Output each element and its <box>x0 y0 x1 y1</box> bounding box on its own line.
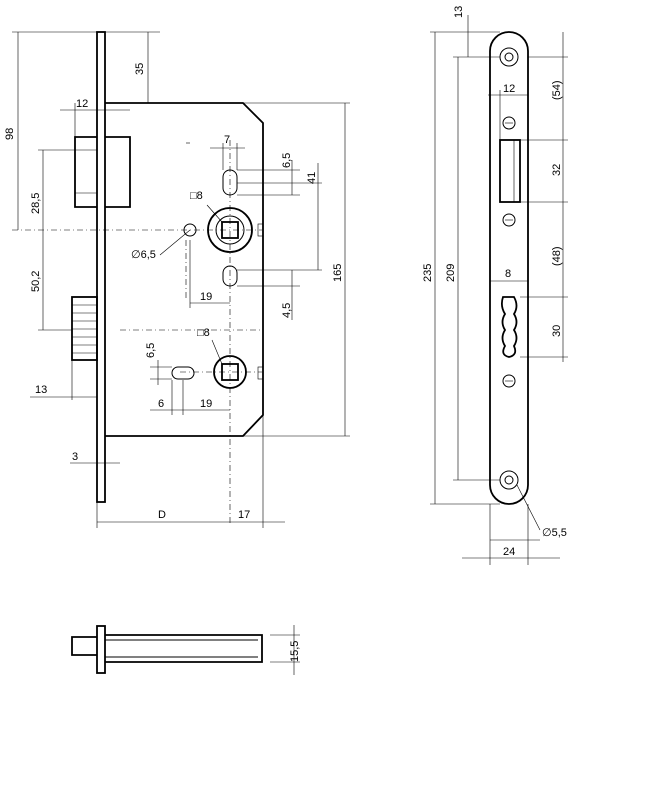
dim-12-side: 12 <box>503 83 515 95</box>
screw-upper <box>502 116 516 130</box>
bottom-view <box>71 625 300 675</box>
dim-3: 3 <box>72 451 78 463</box>
bottom-screw-hole <box>499 470 519 490</box>
deadbolt-window <box>500 296 518 358</box>
dim-32: 32 <box>551 164 563 176</box>
dim-D: D <box>158 509 166 521</box>
screw-lower <box>502 374 516 388</box>
dim-7: 7 <box>224 134 230 146</box>
dim-square-8-lower: □8 <box>197 327 210 339</box>
front-view <box>12 31 350 528</box>
dim-diameter-6-5: ∅6,5 <box>131 249 156 261</box>
side-dimension-lines <box>430 15 568 565</box>
dim-15-5: 15,5 <box>289 641 301 662</box>
dim-28-5: 28,5 <box>30 193 42 214</box>
dim-4-5: 4,5 <box>281 303 293 318</box>
latch-window <box>499 139 521 203</box>
dim-24: 24 <box>503 546 515 558</box>
dim-diameter-5-5: ∅5,5 <box>542 527 567 539</box>
screw-middle <box>502 213 516 227</box>
dim-48: (48) <box>551 246 563 266</box>
dim-12-front: 12 <box>76 98 88 110</box>
lock-case <box>105 102 264 437</box>
dim-50-2: 50,2 <box>30 271 42 292</box>
dim-square-8-upper: □8 <box>190 190 203 202</box>
front-faceplate <box>96 31 106 503</box>
dim-30: 30 <box>551 325 563 337</box>
side-view <box>430 15 568 565</box>
dim-17: 17 <box>238 509 250 521</box>
dim-6-5-lower: 6,5 <box>145 343 157 358</box>
dead-bolt <box>71 296 98 361</box>
dim-6-5-upper: 6,5 <box>281 153 293 168</box>
dim-98: 98 <box>4 128 16 140</box>
dim-19-upper: 19 <box>200 291 212 303</box>
dim-209: 209 <box>445 264 457 282</box>
side-faceplate <box>489 31 529 505</box>
dim-41: 41 <box>306 172 318 184</box>
latch-bolt <box>74 136 131 208</box>
dim-235: 235 <box>422 264 434 282</box>
dim-6: 6 <box>158 398 164 410</box>
dimension-labels: 35 98 12 7 6,5 □8 41 28,5 ∅6,5 50,2 19 4… <box>4 6 567 662</box>
dim-13-front: 13 <box>35 384 47 396</box>
dim-19-lower: 19 <box>200 398 212 410</box>
top-screw-hole <box>499 47 519 67</box>
dim-8-side: 8 <box>505 268 511 280</box>
thumbturn-slot <box>171 366 195 380</box>
dim-165: 165 <box>332 264 344 282</box>
dim-35: 35 <box>134 63 146 75</box>
dim-54: (54) <box>551 80 563 100</box>
dim-13-side: 13 <box>453 6 465 18</box>
front-dimension-lines <box>12 31 350 528</box>
